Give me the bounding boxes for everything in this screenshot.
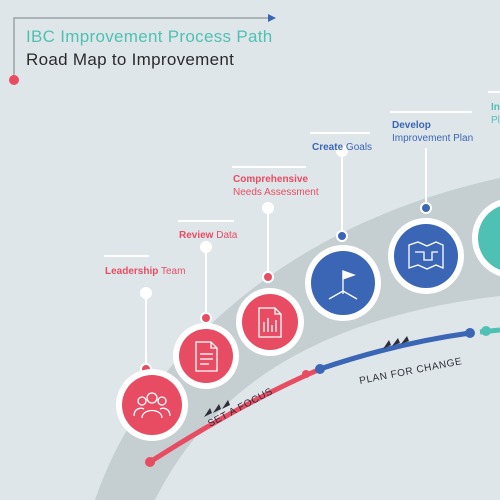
step-label-implement: In <box>491 102 500 113</box>
document-icon <box>195 341 218 372</box>
step-develop-plan: Develop Improvement Plan <box>388 111 473 294</box>
phase-label-plan-for-change: PLAN FOR CHANGE <box>358 356 463 387</box>
report-chart-icon <box>258 307 282 338</box>
step-label-needs-assessment: Needs Assessment <box>233 187 319 198</box>
main-title: IBC Improvement Process Path <box>26 27 273 46</box>
step-label-plan: Pl <box>491 115 500 126</box>
team-icon <box>133 392 171 419</box>
flag-icon <box>328 270 358 300</box>
step-implement-plan-partial: In Pl <box>472 91 500 277</box>
header-connector <box>9 14 276 85</box>
step-label-review-data: Review Data <box>179 230 238 241</box>
step-label-develop: Develop <box>392 120 431 131</box>
phase-track <box>145 326 500 467</box>
subtitle: Road Map to Improvement <box>26 50 234 69</box>
step-create-goals: Create Goals <box>305 132 381 321</box>
step-label-leadership-team: Leadership Team <box>105 266 185 277</box>
direction-arrows-red <box>204 400 230 417</box>
direction-arrows-blue <box>383 336 409 349</box>
step-label-comprehensive: Comprehensive <box>233 174 308 185</box>
step-review-data: Review Data <box>173 220 239 389</box>
step-leadership-team: Leadership Team <box>104 255 188 441</box>
map-icon <box>408 241 444 270</box>
step-label-improvement-plan: Improvement Plan <box>392 133 473 144</box>
step-label-create-goals: Create Goals <box>312 142 372 153</box>
step-needs-assessment: Comprehensive Needs Assessment <box>232 166 319 356</box>
